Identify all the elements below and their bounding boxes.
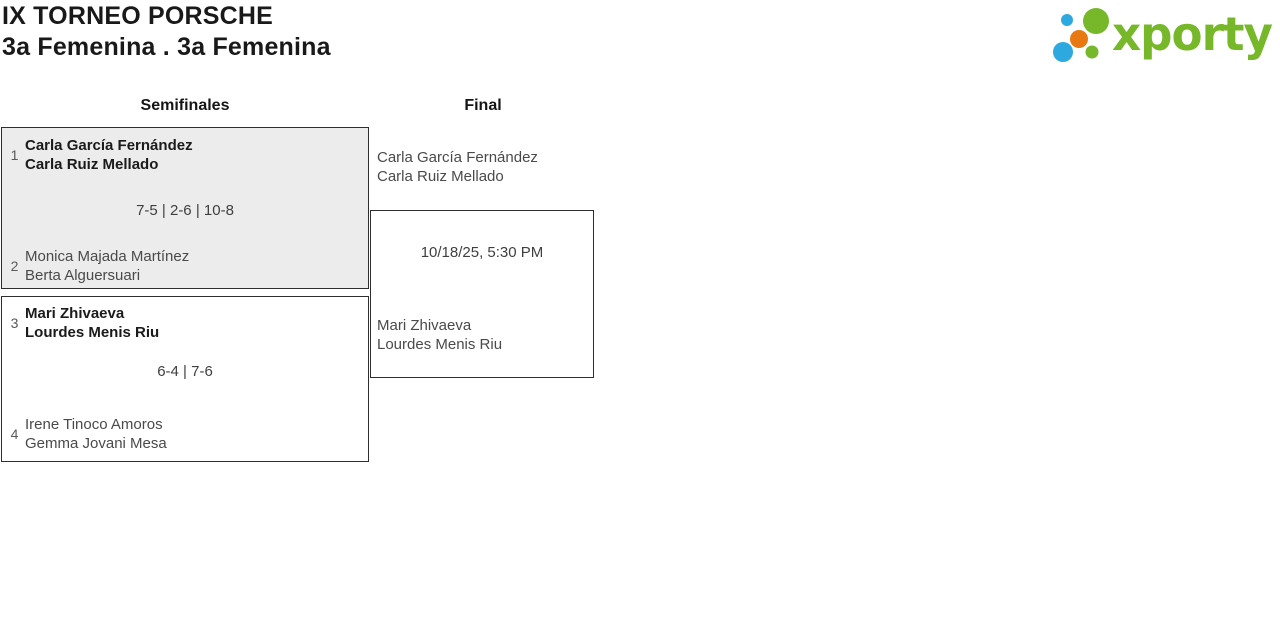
player-name: Carla García Fernández <box>25 137 193 154</box>
player-name: Irene Tinoco Amoros <box>25 416 163 433</box>
category-title: 3a Femenina . 3a Femenina <box>2 33 331 61</box>
match-score: 7-5 | 2-6 | 10-8 <box>136 202 234 219</box>
seed-label: 2 <box>10 258 19 274</box>
final-team-2[interactable]: Mari Zhivaeva Lourdes Menis Riu <box>377 316 502 354</box>
player-name: Mari Zhivaeva <box>377 317 472 334</box>
player-name: Monica Majada Martínez <box>25 248 190 265</box>
seed-label: 3 <box>10 315 19 331</box>
team-row[interactable]: 2 Monica Majada Martínez Berta Alguersua… <box>8 247 190 285</box>
team-names: Irene Tinoco Amoros Gemma Jovani Mesa <box>25 415 167 453</box>
logo-dot-blue-small <box>1061 14 1073 26</box>
match-score: 6-4 | 7-6 <box>157 363 213 380</box>
logo-dot-orange <box>1070 30 1088 48</box>
tournament-title: IX TORNEO PORSCHE <box>2 2 274 30</box>
match-semifinal-1[interactable]: 1 Carla García Fernández Carla Ruiz Mell… <box>1 127 369 289</box>
logo-dot-blue-large <box>1053 42 1073 62</box>
final-team-1[interactable]: Carla García Fernández Carla Ruiz Mellad… <box>377 148 538 186</box>
match-final[interactable]: 10/18/25, 5:30 PM Mari Zhivaeva Lourdes … <box>370 210 594 378</box>
player-name: Lourdes Menis Riu <box>25 324 160 341</box>
logo-wordmark: xporty <box>1112 7 1273 61</box>
player-name: Carla Ruiz Mellado <box>377 168 504 185</box>
xporty-logo[interactable]: xporty <box>1048 0 1280 70</box>
player-name: Gemma Jovani Mesa <box>25 435 167 452</box>
logo-dot-green-small <box>1085 45 1099 59</box>
round-header-semifinales: Semifinales <box>140 97 230 114</box>
team-names: Mari Zhivaeva Lourdes Menis Riu <box>25 304 159 342</box>
seed-label: 1 <box>10 147 19 163</box>
match-schedule: 10/18/25, 5:30 PM <box>420 244 544 261</box>
team-row[interactable]: 1 Carla García Fernández Carla Ruiz Mell… <box>8 136 193 174</box>
player-name: Carla García Fernández <box>377 149 538 166</box>
round-header-final: Final <box>464 97 502 114</box>
team-row[interactable]: 4 Irene Tinoco Amoros Gemma Jovani Mesa <box>8 415 167 453</box>
team-row[interactable]: 3 Mari Zhivaeva Lourdes Menis Riu <box>8 304 160 342</box>
team-names: Monica Majada Martínez Berta Alguersuari <box>25 247 189 285</box>
player-name: Mari Zhivaeva <box>25 305 125 322</box>
player-name: Carla Ruiz Mellado <box>25 156 159 173</box>
seed-label: 4 <box>10 426 19 442</box>
team-names: Carla García Fernández Carla Ruiz Mellad… <box>25 136 193 174</box>
player-name: Berta Alguersuari <box>25 267 141 284</box>
match-semifinal-2[interactable]: 3 Mari Zhivaeva Lourdes Menis Riu 6-4 | … <box>1 296 369 462</box>
logo-dot-green-large <box>1083 8 1109 34</box>
player-name: Lourdes Menis Riu <box>377 336 503 353</box>
